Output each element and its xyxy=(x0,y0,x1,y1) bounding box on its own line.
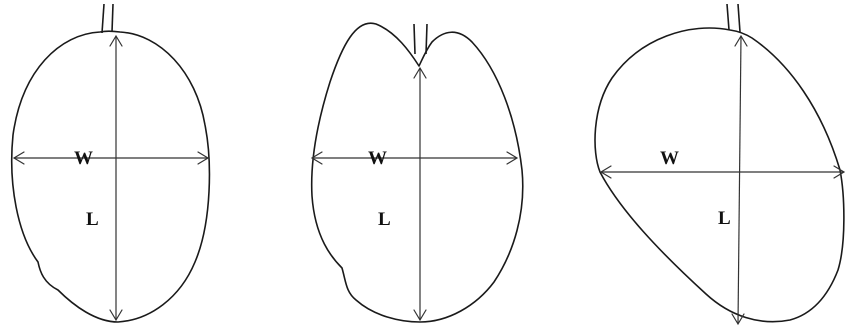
leaf-cordate-width-arrow xyxy=(310,151,519,165)
length-label: L xyxy=(86,209,99,230)
leaf-cordate-outline xyxy=(310,22,524,323)
width-label: W xyxy=(660,148,679,169)
length-label: L xyxy=(718,208,731,229)
leaf-cordate-length-arrow xyxy=(413,66,427,322)
leaf-oblique-length-arrow xyxy=(731,34,748,326)
width-label: W xyxy=(368,148,387,169)
leaf-oblique-width-arrow xyxy=(599,165,846,179)
leaf-oblique-outline xyxy=(594,27,845,323)
leaf-oval: W L xyxy=(10,3,211,323)
leaf-oval-outline xyxy=(10,30,211,323)
leaf-oblique-stem xyxy=(726,3,741,33)
leaf-cordate: W L xyxy=(310,22,524,323)
leaf-oblique: W L xyxy=(594,3,846,326)
width-label: W xyxy=(74,148,93,169)
length-label: L xyxy=(378,209,391,230)
leaf-oval-width-arrow xyxy=(12,151,210,165)
leaf-cordate-stem xyxy=(413,23,428,55)
leaf-oval-length-arrow xyxy=(109,34,123,322)
leaf-oval-stem xyxy=(101,3,114,34)
